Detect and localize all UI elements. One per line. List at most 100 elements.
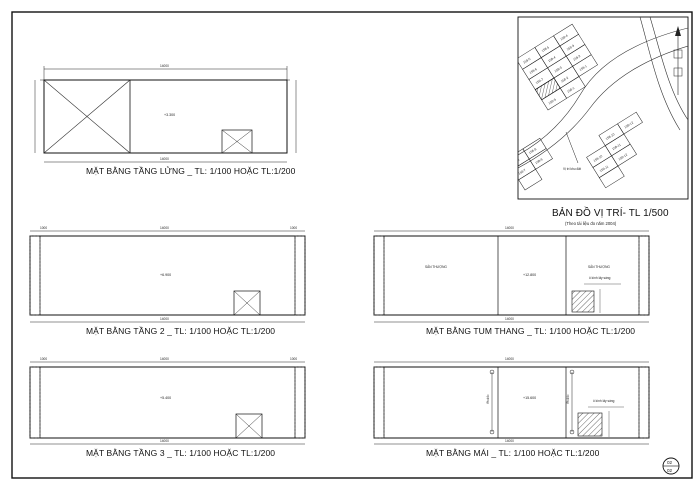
road-edge: [649, 17, 688, 121]
dim-text: 14000: [505, 226, 514, 230]
lot-number: 159-4: [560, 33, 569, 41]
slope-arrow-head: [569, 429, 575, 435]
lot: [518, 168, 543, 191]
dim-text: 14000: [505, 317, 514, 321]
dim-text-right: 1000: [290, 226, 297, 230]
skylight-hatch: [571, 290, 595, 313]
balcony-left: [29, 235, 41, 316]
plan-stair-roof: 14000 SÂN THƯỢNG +12.800 SÂN THƯỢNG ô kí…: [373, 226, 650, 336]
floor-outline: [43, 79, 288, 154]
road-edge: [518, 45, 688, 169]
dim-text: 14000: [160, 317, 169, 321]
lot-number: 158-10: [605, 132, 616, 141]
level-mark: +6.900: [160, 273, 171, 277]
lot-number: 159-5: [522, 57, 531, 65]
lot-number: 159-11: [599, 164, 610, 173]
level-mark: +12.800: [523, 273, 536, 277]
lot-number: 159-12: [618, 153, 629, 162]
lot-number: 158-4: [547, 55, 556, 63]
site-label: Vị trí khu đất: [563, 167, 581, 171]
stamp-top: 02: [667, 460, 673, 465]
lot: [611, 143, 637, 167]
lot-number: 158-2: [560, 76, 569, 84]
skylight-label: ô kính lấy sáng: [589, 276, 611, 280]
dim-text: 14000: [160, 226, 169, 230]
skylight-hatch: [577, 412, 603, 437]
lot-number: 158-1: [566, 86, 575, 94]
lot: [598, 165, 625, 189]
plan-title: MẶT BẰNG TẦNG 3 _ TL: 1/100 HOẶC TL:1/20…: [86, 448, 275, 458]
lot: [572, 54, 598, 77]
plan-mezzanine: 14000 +3.300 14000 MẶT BẰNG TẦNG LỬNG _ …: [34, 64, 297, 176]
lot-number: 159-3: [566, 44, 575, 52]
road-edge: [518, 27, 688, 156]
slope-arrow-head: [489, 429, 495, 435]
level-mark: +3.300: [164, 113, 175, 117]
map-frame: [517, 16, 689, 200]
lot: [559, 76, 586, 99]
plan-floor-3: 1000 14000 1000 +5.400 14000 MẶT BẰNG TẦ…: [29, 357, 306, 458]
plan-title: MẶT BẰNG TẦNG LỬNG _ TL: 1/100 HOẶC TL:1…: [86, 165, 296, 176]
lot-number: 159-10: [593, 154, 604, 163]
level-mark: +15.600: [523, 396, 536, 400]
stair-cross: [221, 129, 253, 154]
location-map: 159-5 159-6 159-7 159-9 158-5 158-4 158-…: [511, 16, 689, 226]
terrace-label: SÂN THƯỢNG: [425, 265, 447, 269]
balcony-right: [638, 366, 650, 439]
lot-number: 159-1: [579, 64, 588, 72]
dim-text-right: 1000: [290, 357, 297, 361]
dim-text-left: 1000: [40, 226, 47, 230]
balcony-right: [294, 366, 306, 439]
void-cross: [43, 79, 131, 154]
lot-number: 158-7: [517, 168, 526, 176]
block-lower-right: 159-10 159-11 158-10 158-11 159-12 158-1…: [586, 111, 643, 189]
balcony-right: [294, 235, 306, 316]
lot: [528, 148, 553, 170]
slope-arrow-head: [569, 369, 575, 375]
lot-number: 158-12: [624, 121, 635, 130]
slope-label: i% dốc: [486, 394, 490, 404]
balcony-right: [638, 235, 650, 316]
slope-arrow-head: [489, 369, 495, 375]
lot-number: 158-11: [611, 143, 622, 152]
sheet-number-stamp: 02 02: [662, 457, 680, 475]
dim-text: 14000: [160, 439, 169, 443]
lot-number: 159-9: [548, 98, 557, 106]
lot-number: 159-6: [529, 67, 538, 75]
plan-floor-2: 1000 14000 1000 +6.900 14000 MẶT BẰNG TẦ…: [29, 226, 306, 336]
plan-title: MẶT BẰNG TUM THANG _ TL: 1/100 HOẶC TL:1…: [426, 326, 635, 336]
dim-text: 14000: [505, 357, 514, 361]
lot-number: 158-9: [534, 157, 543, 165]
map-title: BẢN ĐỒ VỊ TRÍ- TL 1/500: [552, 206, 669, 219]
dim-text: 14000: [160, 157, 169, 161]
lot-number: 158-3: [554, 65, 563, 73]
lot-number: 158-5: [541, 45, 550, 53]
plan-roof: 14000 i% dốc i% dốc +15.600 ô kính lấy s…: [373, 357, 650, 458]
skylight-label: ô kính lấy sáng: [593, 399, 615, 403]
lot-number: 158-8: [528, 147, 537, 155]
balcony-left: [29, 366, 41, 439]
terrace-label: SÂN THƯỢNG: [588, 265, 610, 269]
stair-box: [235, 413, 263, 439]
balcony-left: [373, 366, 385, 439]
lot-number: 158-6: [511, 158, 520, 166]
stair-cross: [235, 413, 263, 439]
level-mark: +5.400: [160, 396, 171, 400]
dim-text: 14000: [160, 64, 169, 68]
lot-number: 159-7: [535, 77, 544, 85]
slope-label: i% dốc: [566, 394, 570, 404]
sheet-border: [11, 11, 693, 479]
stair-box: [233, 290, 261, 316]
dim-text: 14000: [160, 357, 169, 361]
balcony-left: [373, 235, 385, 316]
block-lower-left: 158-6 158-7 158-8 158-9: [511, 137, 553, 191]
plan-title: MẶT BẰNG MÁI _ TL: 1/100 HOẶC TL:1/200: [426, 448, 600, 458]
stair-box: [221, 129, 253, 154]
north-arrow-icon: [673, 26, 683, 95]
floor-outline: [29, 366, 306, 439]
map-subtitle: (Theo tài liệu đo năm 2004): [565, 221, 617, 226]
stair-cross: [233, 290, 261, 316]
stamp-bottom: 02: [667, 468, 673, 473]
road-edge: [639, 17, 681, 131]
